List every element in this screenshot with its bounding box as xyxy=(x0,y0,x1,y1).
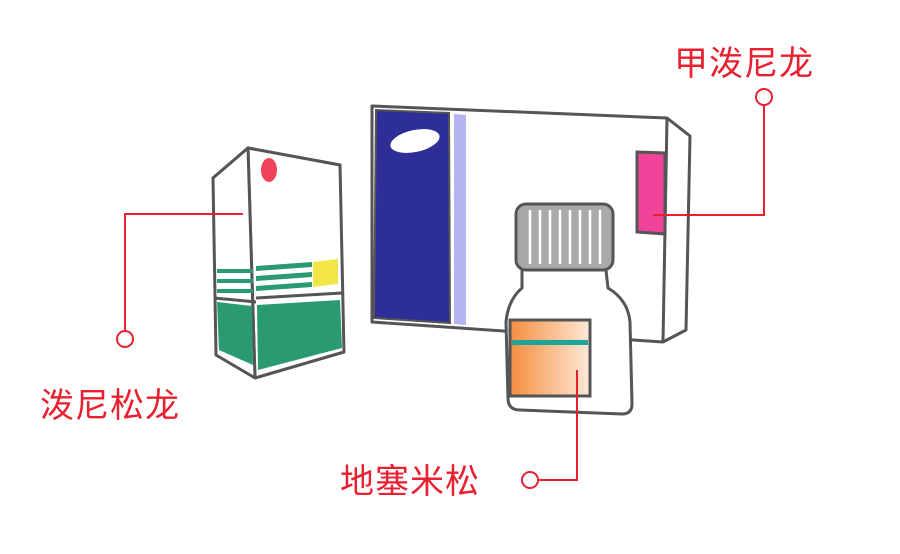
prednisolone-green-block-left xyxy=(217,302,253,365)
callout-dot xyxy=(521,471,539,489)
prednisolone-green-block-front xyxy=(257,300,342,370)
prednisolone-stripe xyxy=(256,282,312,291)
callout-dexamethasone xyxy=(521,370,578,489)
methylprednisolone-navy-panel xyxy=(372,108,452,325)
callout-methylprednisolone xyxy=(653,88,773,216)
methylprednisolone-magenta-patch xyxy=(635,150,667,236)
prednisolone-box xyxy=(211,146,346,380)
label-prednisolone: 泼尼松龙 xyxy=(40,386,180,426)
dexamethasone-teal-stripe xyxy=(512,340,588,345)
prednisolone-stripe xyxy=(217,279,253,283)
callout-dot xyxy=(116,330,134,348)
callout-prednisolone xyxy=(116,213,243,348)
prednisolone-yellow-patch xyxy=(313,259,338,287)
prednisolone-stripe xyxy=(217,289,253,293)
prednisolone-stripe xyxy=(256,272,312,281)
methylprednisolone-lavender-strip xyxy=(454,114,466,325)
prednisolone-stripe xyxy=(217,269,253,273)
label-dexamethasone: 地塞米松 xyxy=(340,462,480,502)
dexamethasone-bottle xyxy=(504,202,634,416)
label-methylprednisolone: 甲泼尼龙 xyxy=(674,44,814,84)
prednisolone-stripe xyxy=(256,262,312,271)
dexamethasone-cap-ridges xyxy=(528,210,602,264)
callout-dot xyxy=(755,88,773,106)
prednisolone-pink-dot xyxy=(261,158,277,182)
methylprednisolone-white-oval xyxy=(390,129,440,153)
